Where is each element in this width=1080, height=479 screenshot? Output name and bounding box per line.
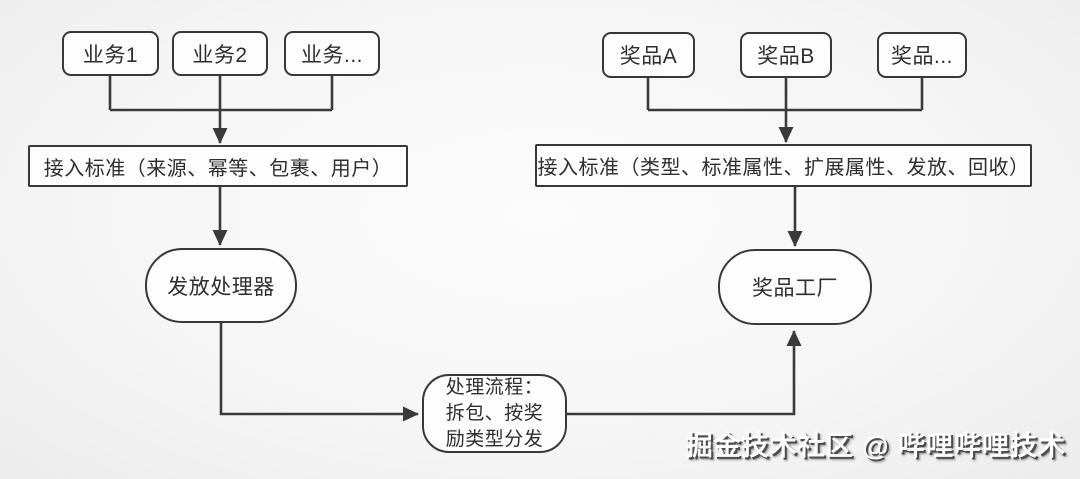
process-to-factory-arrow (567, 330, 802, 416)
business-node-2: 业务2 (172, 31, 268, 76)
prize-node-b: 奖品B (740, 32, 832, 78)
business-standard-bar: 接入标准（来源、幂等、包裹、用户） (28, 145, 408, 187)
prize-node-a: 奖品A (602, 32, 695, 78)
dispatch-processor-node: 发放处理器 (145, 248, 297, 323)
business-node-more: 业务... (284, 31, 380, 76)
watermark: 掘金技术社区 @ 哔哩哔哩技术 (685, 431, 1066, 461)
prize-factory-node: 奖品工厂 (718, 249, 872, 325)
processor-to-process-arrow (219, 323, 419, 422)
business-node-1: 业务1 (62, 31, 159, 76)
prize-node-more: 奖品... (877, 32, 967, 78)
prize-standard-bar: 接入标准（类型、标准属性、扩展属性、发放、回收） (535, 144, 1032, 187)
process-flow-node: 处理流程：拆包、按奖励类型分发 (422, 374, 567, 453)
